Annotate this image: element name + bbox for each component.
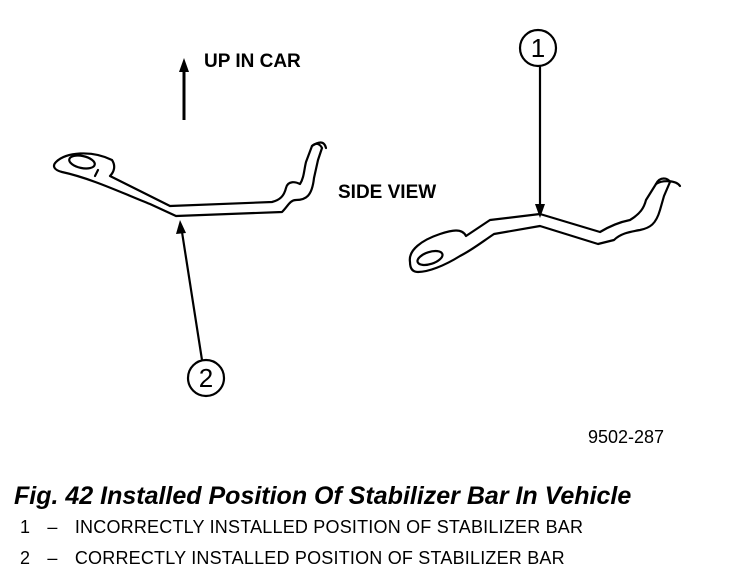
figure-title: Fig. 42 Installed Position Of Stabilizer… [14,482,632,510]
legend-2-text: CORRECTLY INSTALLED POSITION OF STABILIZ… [74,548,565,568]
legend-1-number: 1 [20,517,31,537]
figure-id: 9502-287 [588,427,665,447]
legend-2-number: 2 [20,548,31,568]
legend-1-text: INCORRECTLY INSTALLED POSITION OF STABIL… [74,517,584,537]
legend-row-1: 1 – INCORRECTLY INSTALLED POSITION OF ST… [20,518,583,536]
legend-1-dash: – [47,517,58,537]
legend-2-dash: – [47,548,58,568]
callout-2-number: 2 [199,363,213,393]
up-arrow [179,58,189,120]
stabilizer-bar-incorrect [408,177,682,274]
stabilizer-bar-correct [52,141,328,218]
callout-2: 2 [176,220,226,398]
callout-1-number: 1 [531,33,545,63]
legend-row-2: 2 – CORRECTLY INSTALLED POSITION OF STAB… [20,549,565,567]
up-in-car-label: UP IN CAR [204,51,301,72]
side-view-label: SIDE VIEW [338,182,437,203]
callout-1: 1 [518,28,558,218]
